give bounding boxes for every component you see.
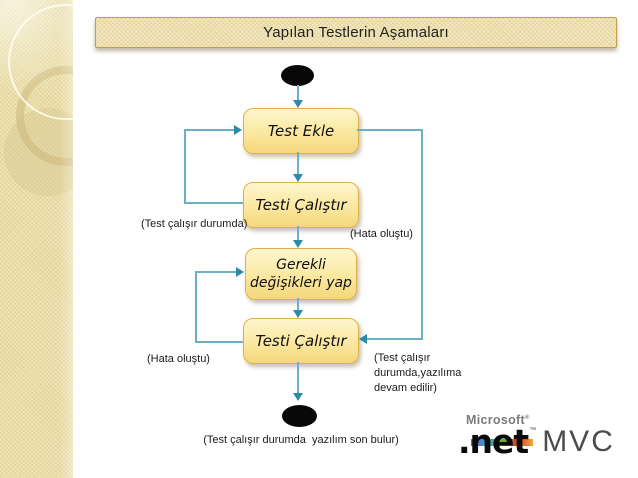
arrowhead-test-ekle-to-calistir1	[293, 174, 303, 182]
arrowhead-loop2-into-gerekli	[236, 267, 244, 277]
sidebar-highlight	[0, 0, 73, 200]
mvc-wordmark: MVC	[542, 425, 615, 458]
end-terminator	[282, 405, 317, 427]
node-gerekli-label-line1: Gerekli	[276, 256, 326, 273]
connector-loop2-bottom	[195, 341, 243, 343]
connector-loop2-vertical	[195, 271, 197, 343]
node-testi-calistir-1: Testi Çalıştır	[243, 182, 359, 228]
node-gerekli-label-line2: değişikleri yap	[250, 275, 352, 291]
edge-label-devam-edilir-line3: devam edilir)	[374, 381, 437, 394]
edge-label-hata-olustu-left: (Hata oluştu)	[147, 353, 210, 365]
dotnet-mvc-logo: Microsoft® .net ™ MVC	[458, 413, 636, 473]
registered-mark: ®	[524, 414, 530, 421]
connector-loop1-top	[184, 129, 235, 131]
edge-label-devam-edilir-line2: durumda,yazılıma	[374, 366, 462, 379]
connector-loop1-bottom	[184, 202, 243, 204]
slide-title: Yapılan Testlerin Aşamaları	[263, 24, 449, 41]
dotnet-color-stripe	[471, 439, 533, 446]
connector-right-top	[357, 129, 423, 131]
left-decorative-sidebar	[0, 0, 73, 478]
node-test-ekle-label: Test Ekle	[267, 122, 335, 140]
connector-loop2-top	[195, 271, 236, 273]
node-testi-calistir-2-label: Testi Çalıştır	[255, 332, 347, 350]
edge-label-devam-edilir: (Test çalışır durumda,yazılıma devam edi…	[374, 351, 474, 396]
connector-test-ekle-to-calistir1	[297, 152, 299, 175]
connector-start-to-test-ekle	[297, 85, 299, 101]
connector-calistir2-to-end	[297, 362, 299, 394]
arrowhead-calistir1-to-gerekli	[293, 240, 303, 248]
microsoft-wordmark: Microsoft®	[466, 413, 636, 427]
node-testi-calistir-1-label: Testi Çalıştır	[255, 196, 347, 214]
edge-label-hata-olustu-right: (Hata oluştu)	[350, 228, 413, 240]
connector-right-vertical	[421, 129, 423, 340]
slide-title-bar: Yapılan Testlerin Aşamaları	[95, 17, 617, 48]
arrowhead-start-to-test-ekle	[293, 100, 303, 108]
node-testi-calistir-2: Testi Çalıştır	[243, 318, 359, 364]
connector-calistir1-to-gerekli	[297, 226, 299, 241]
edge-label-yazilim-son-bulur: (Test çalışır durumda yazılım son bulur)	[203, 434, 399, 446]
node-test-ekle: Test Ekle	[243, 108, 359, 154]
arrowhead-gerekli-to-calistir2	[293, 310, 303, 318]
dotnet-wordmark: .net	[458, 422, 529, 461]
microsoft-text: Microsoft	[466, 413, 525, 427]
sidebar-edge-glow	[59, 0, 73, 478]
connector-gerekli-to-calistir2	[297, 298, 299, 311]
node-gerekli-degisiklikleri-yap: Gerekli değişikleri yap	[245, 248, 357, 300]
edge-label-devam-edilir-line1: (Test çalışır	[374, 352, 431, 364]
arrowhead-calistir2-to-end	[293, 393, 303, 401]
connector-right-bottom	[366, 338, 423, 340]
connector-loop1-vertical	[184, 129, 186, 204]
edge-label-test-calisir-durumda: (Test çalışır durumda)	[141, 218, 248, 230]
arrowhead-right-into-calistir2	[359, 334, 367, 344]
start-terminator	[281, 65, 314, 86]
dotnet-row: .net ™ MVC	[458, 425, 636, 458]
arrowhead-loop1-into-test-ekle	[234, 125, 242, 135]
trademark-mark: ™	[529, 427, 537, 434]
